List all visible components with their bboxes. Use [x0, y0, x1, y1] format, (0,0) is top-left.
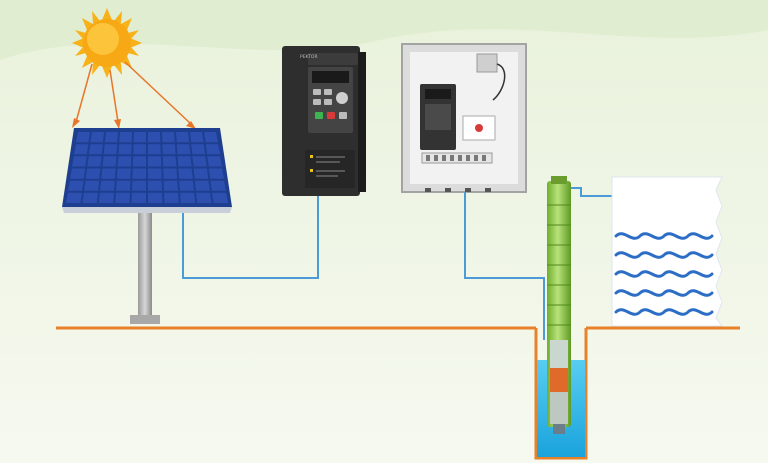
solar-cell	[133, 132, 146, 143]
solar-cell	[164, 192, 179, 203]
solar-cell	[178, 168, 193, 179]
solar-cell	[76, 132, 90, 143]
solar-cell	[148, 156, 162, 167]
solar-cell	[148, 144, 161, 155]
solar-cell	[193, 168, 209, 179]
solar-cell	[162, 144, 176, 155]
solar-cell	[148, 192, 163, 203]
solar-cell	[180, 192, 196, 203]
solar-cell	[90, 132, 104, 143]
solar-cell	[88, 144, 103, 155]
solar-cell	[102, 156, 117, 167]
solar-cell	[118, 144, 132, 155]
water-tank-icon	[611, 176, 723, 327]
pump-icon	[547, 176, 571, 434]
solar-cell	[74, 144, 89, 155]
background-hills	[0, 0, 768, 60]
solar-cell	[207, 156, 222, 167]
solar-cell	[163, 180, 178, 191]
solar-cell	[196, 192, 212, 203]
inverter-brand: PEKTOR	[300, 54, 318, 60]
solar-panel-icon	[62, 128, 232, 324]
solar-cell	[132, 168, 146, 179]
solar-cell	[194, 180, 210, 191]
inverter-icon: PEKTOR	[282, 46, 366, 196]
solar-cell	[85, 168, 101, 179]
solar-cell	[163, 168, 178, 179]
solar-cell	[176, 144, 191, 155]
solar-cell	[103, 144, 118, 155]
solar-cell	[210, 180, 226, 191]
solar-cell	[72, 156, 87, 167]
solar-cell	[208, 168, 224, 179]
solar-cell	[205, 144, 220, 155]
solar-cell	[177, 156, 192, 167]
solar-cell	[84, 180, 100, 191]
solar-cell	[82, 192, 98, 203]
solar-cell	[162, 156, 177, 167]
solar-cell	[148, 168, 162, 179]
solar-cell	[116, 168, 131, 179]
solar-cell	[176, 132, 190, 143]
solar-cell	[133, 144, 146, 155]
ground-line	[56, 326, 740, 460]
solar-cell	[212, 192, 228, 203]
solar-cell	[131, 192, 146, 203]
solar-cell	[148, 180, 162, 191]
solar-cell	[191, 144, 206, 155]
control-box-icon	[401, 43, 527, 193]
solar-cell	[119, 132, 132, 143]
solar-cell	[148, 132, 161, 143]
solar-cell	[98, 192, 114, 203]
solar-cell	[179, 180, 194, 191]
solar-cell	[192, 156, 207, 167]
solar-cell	[87, 156, 102, 167]
solar-cell	[101, 168, 116, 179]
sun-icon	[72, 8, 142, 78]
wiring	[182, 187, 612, 340]
solar-cell	[70, 168, 86, 179]
sun-ray-arrows	[72, 61, 196, 129]
solar-cell	[116, 180, 131, 191]
solar-cell	[162, 132, 175, 143]
solar-cell	[100, 180, 115, 191]
solar-cell	[204, 132, 218, 143]
solar-cell	[132, 156, 146, 167]
solar-cell	[68, 180, 84, 191]
solar-cell	[117, 156, 132, 167]
solar-cell	[190, 132, 204, 143]
solar-cell	[104, 132, 118, 143]
solar-cell	[132, 180, 146, 191]
solar-cell	[66, 192, 82, 203]
solar-cell	[115, 192, 130, 203]
water-waves	[614, 232, 714, 316]
